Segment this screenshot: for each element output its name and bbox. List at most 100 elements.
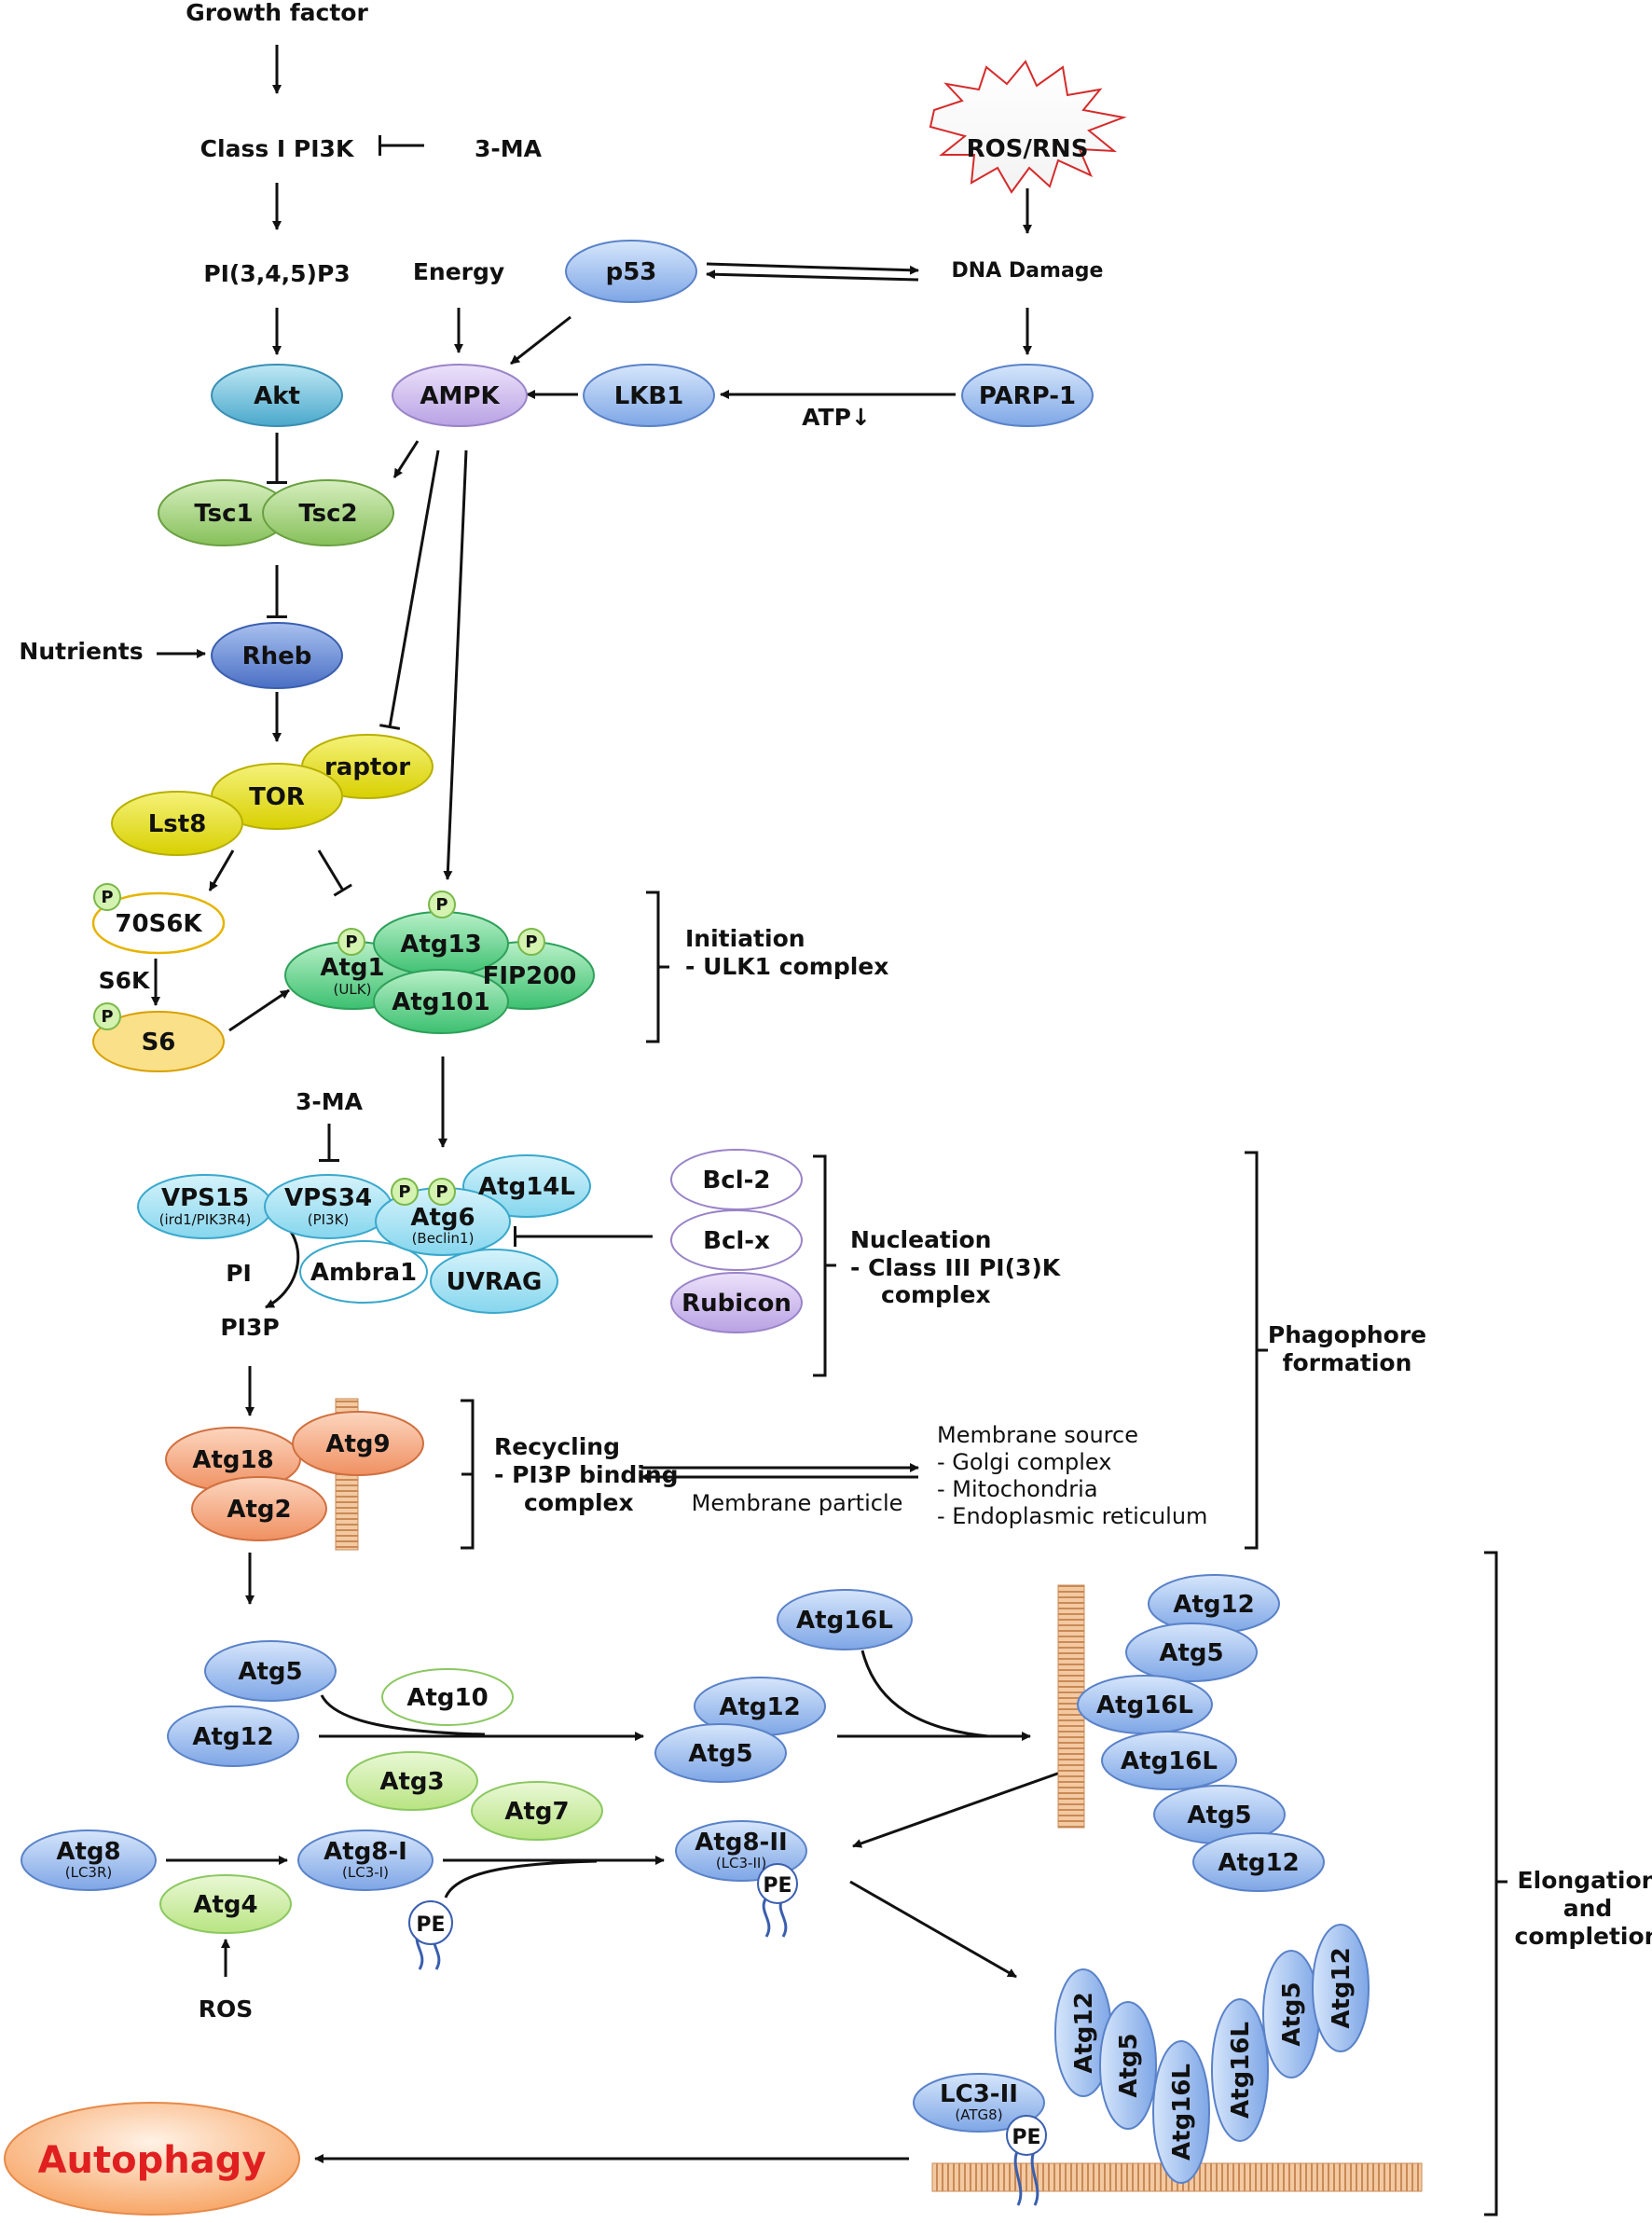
label-s6k: S6K [99, 967, 151, 994]
complex-atg12-label: Atg12 [1173, 1591, 1254, 1619]
arrow-ampk-tsc2 [392, 440, 420, 478]
label-class1-pi3k: Class I PI3K [200, 135, 355, 162]
svg-text:Atg12: Atg12 [192, 1723, 273, 1751]
node-ambra1 [299, 1240, 428, 1304]
node-tsc2: Tsc2 [262, 479, 394, 546]
arrow-atg5-conj [320, 1694, 486, 1736]
node-atg16l-top: Atg16L [777, 1589, 913, 1650]
membrane-source-item: - Mitochondria [937, 1476, 1098, 1502]
label-atp: ATP↓ [802, 404, 871, 431]
label-3ma-top: 3-MA [475, 135, 543, 162]
ros-rns-burst: ROS/RNS [929, 60, 1127, 194]
complex-atg16l-label: Atg16L [1096, 1691, 1193, 1719]
fip200-label: FIP200 [483, 962, 577, 990]
svg-text:Akt: Akt [254, 382, 300, 410]
vps34-label: VPS34 [284, 1184, 372, 1212]
bracket-initiation [646, 891, 669, 1043]
svg-text:(LC3R): (LC3R) [65, 1864, 113, 1881]
svg-text:LC3-II: LC3-II [940, 2080, 1018, 2108]
node-atg5-b: Atg5 [654, 1723, 787, 1783]
membrane-source: Membrane source - Golgi complex - Mitoch… [937, 1422, 1207, 1529]
svg-text:Atg18: Atg18 [192, 1446, 273, 1474]
node-atg8ii: Atg8-II (LC3-II) PE [675, 1820, 807, 1938]
node-atg4: Atg4 [159, 1874, 292, 1934]
nucleation-item1: - Class III PI(3)K [850, 1254, 1062, 1281]
phospho-badge: P [428, 1178, 456, 1206]
bracket-nucleation [813, 1154, 836, 1377]
bracket-phagophore [1245, 1151, 1268, 1550]
svg-text:PE: PE [416, 1913, 445, 1937]
phagophore-line1: Phagophore [1268, 1321, 1426, 1348]
atg1-sub: (ULK) [334, 981, 372, 998]
elongation-line1: Elongation [1518, 1867, 1652, 1894]
inhibit-ampk-raptor [379, 449, 440, 730]
recycling-complex: Atg18 Atg2 Atg9 [165, 1411, 424, 1541]
auto-atg16l-label: Atg16L [1227, 2022, 1255, 2119]
svg-text:Atg5: Atg5 [238, 1658, 302, 1686]
arrow-membrane-atg8ii [852, 1770, 1064, 1848]
auto-atg5-label: Atg5 [1115, 2033, 1143, 2097]
ulk1-complex: Atg1 (ULK) Atg13 FIP200 Atg101 [284, 911, 595, 1034]
node-atg3: Atg3 [346, 1751, 478, 1811]
label-pi: PI [226, 1260, 252, 1287]
label-3ma-mid: 3-MA [296, 1088, 364, 1115]
svg-text:P: P [101, 888, 113, 907]
autophagosome-complex: Atg12 Atg5 Atg16L Atg16L Atg5 Atg12 LC3-… [913, 1924, 1370, 2206]
node-tor: TOR [211, 763, 343, 830]
label-membrane-particle: Membrane particle [692, 1490, 903, 1516]
label-ros: ROS [199, 1995, 254, 2023]
svg-text:Atg4: Atg4 [193, 1891, 257, 1919]
svg-text:AMPK: AMPK [420, 382, 500, 410]
svg-text:Rubicon: Rubicon [681, 1290, 792, 1318]
svg-text:(ATG8): (ATG8) [955, 2106, 1002, 2123]
svg-text:Rheb: Rheb [242, 642, 312, 670]
node-pe-free: PE [408, 1900, 453, 1970]
phospho-badge: P [428, 891, 456, 918]
arrow-s6-ulk [228, 988, 290, 1032]
phospho-badge: P [391, 1178, 419, 1206]
node-parp1: PARP-1 [961, 364, 1094, 427]
atg1-label: Atg1 [320, 954, 384, 982]
svg-text:Atg10: Atg10 [406, 1684, 488, 1712]
auto-atg12-label: Atg12 [1328, 1947, 1356, 2028]
node-lst8: Lst8 [111, 791, 243, 856]
node-atg2: Atg2 [191, 1476, 327, 1541]
ros-rns-label: ROS/RNS [967, 135, 1089, 163]
nucleation-title: Nucleation [850, 1226, 991, 1253]
initiation-title: Initiation [685, 925, 805, 952]
svg-text:S6: S6 [142, 1029, 176, 1056]
node-atg12-b: Atg12 [694, 1677, 826, 1736]
phospho-badge: P [93, 883, 121, 911]
atg6-label: Atg6 [410, 1204, 475, 1232]
arrow-p53-dna [706, 262, 919, 275]
auto-atg12-label: Atg12 [1070, 1992, 1098, 2073]
svg-text:Atg8: Atg8 [56, 1838, 120, 1866]
complex-atg5-label: Atg5 [1187, 1802, 1251, 1829]
label-pip3: PI(3,4,5)P3 [203, 260, 350, 287]
label-dna-damage: DNA Damage [952, 259, 1104, 283]
svg-text:Atg7: Atg7 [504, 1798, 569, 1826]
node-bclx: Bcl-x [670, 1209, 803, 1271]
inhibit-tor-ulk [317, 849, 352, 897]
atg14l-label: Atg14L [478, 1173, 575, 1201]
phospho-badge: P [337, 928, 365, 956]
node-atg8: Atg8 (LC3R) [21, 1829, 157, 1891]
complex-atg16l-label: Atg16L [1121, 1747, 1218, 1775]
elongation-line2: and [1563, 1895, 1613, 1922]
svg-text:Bcl-x: Bcl-x [703, 1227, 770, 1255]
autophagy-node: Autophagy [4, 2102, 300, 2216]
svg-text:PARP-1: PARP-1 [979, 382, 1076, 410]
vps15-sub: (ird1/PIK3R4) [159, 1211, 252, 1228]
arrow-atg8ii-final [849, 1880, 1017, 1979]
svg-text:P: P [435, 1182, 447, 1202]
label-energy: Energy [413, 258, 504, 285]
autophagy-label: Autophagy [38, 2139, 267, 2182]
svg-text:(LC3-II): (LC3-II) [716, 1855, 766, 1871]
svg-text:P: P [525, 932, 537, 952]
svg-text:PE: PE [763, 1874, 792, 1898]
arrow-ampk-ulk [443, 449, 468, 880]
membrane-source-title: Membrane source [937, 1422, 1138, 1448]
svg-text:Atg2: Atg2 [227, 1496, 291, 1524]
recycling-title: Recycling [494, 1433, 620, 1460]
